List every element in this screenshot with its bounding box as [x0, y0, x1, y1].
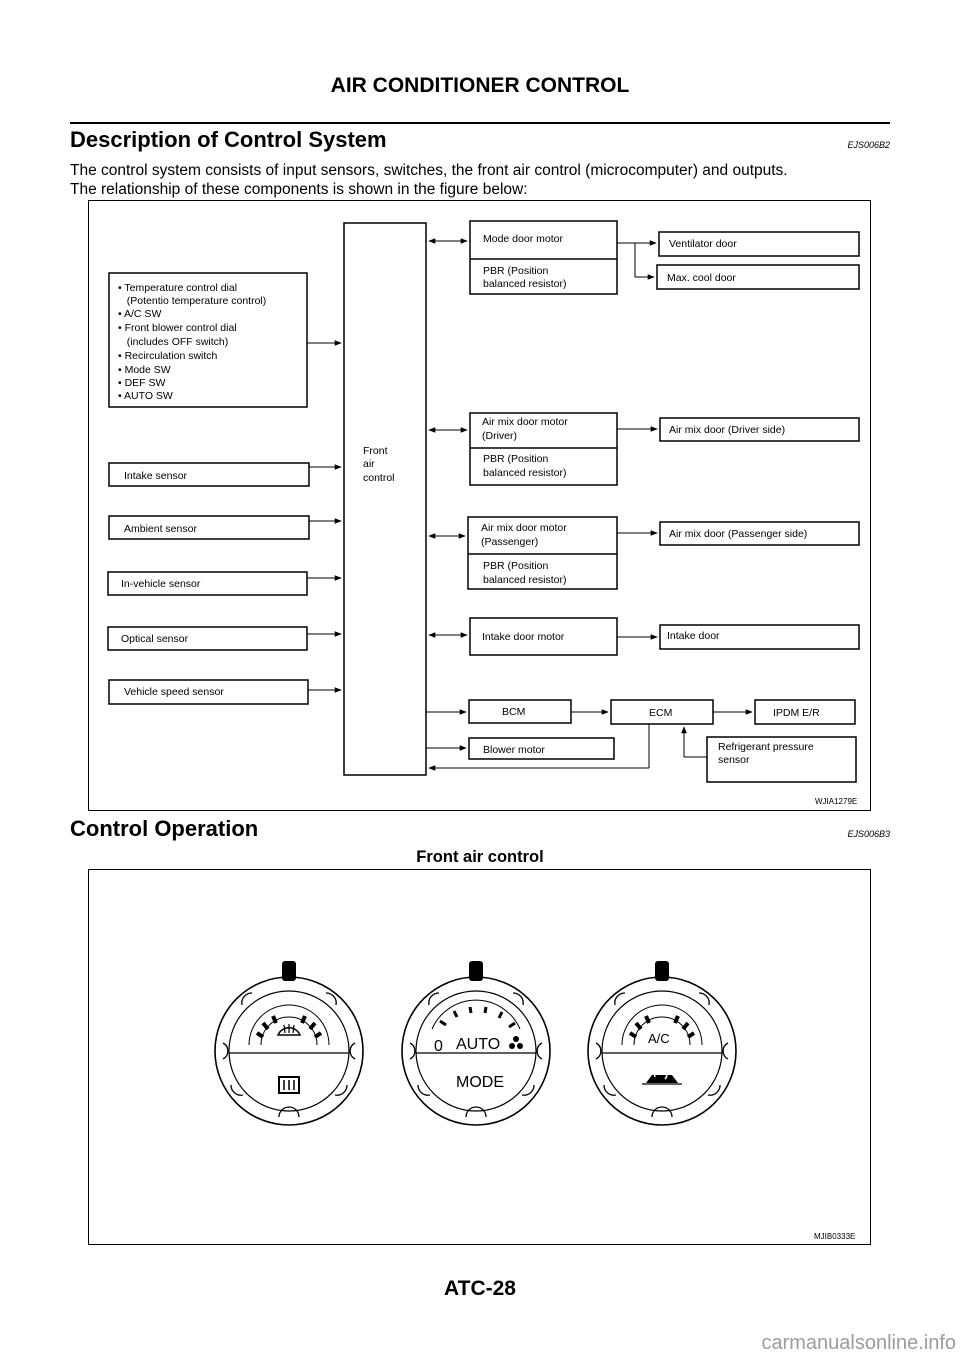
- recirculation-icon[interactable]: [642, 1069, 682, 1085]
- fan-off-label: 0: [434, 1038, 443, 1055]
- fan-icon: [509, 1036, 523, 1049]
- watermark: carmanualsonline.info: [761, 1332, 956, 1354]
- airmix-driver-motor-line1: Air mix door motor: [482, 416, 568, 428]
- control-system-diagram: • Temperature control dial (Potentio tem…: [88, 200, 871, 811]
- mode-motor-group: [469, 220, 618, 295]
- blower-motor-box: [468, 737, 615, 760]
- max-cool-door-label: Max. cool door: [667, 272, 736, 284]
- switch-item-6: • Mode SW: [118, 364, 171, 376]
- mode-pbr-line1: PBR (Position: [483, 265, 549, 277]
- airmix-pass-motor-line1: Air mix door motor: [481, 522, 567, 534]
- controller-label-line3: control: [363, 472, 395, 484]
- vehicle-speed-sensor-box: [108, 679, 309, 705]
- mode-label[interactable]: MODE: [456, 1074, 504, 1091]
- switches-box: [108, 272, 308, 408]
- mode-pbr-line2: balanced resistor): [483, 278, 566, 290]
- airmix-passenger-group: [467, 516, 618, 590]
- switch-item-5: • Recirculation switch: [118, 350, 218, 362]
- auto-label[interactable]: AUTO: [456, 1036, 500, 1053]
- airmix-pass-motor-line2: (Passenger): [481, 536, 538, 548]
- section-title-description: Description of Control System: [70, 127, 387, 152]
- defrost-icon: [276, 1024, 302, 1036]
- front-air-control-figure: 0 AUTO MODE A/C: [88, 869, 871, 1245]
- rear-defrost-icon[interactable]: [278, 1076, 300, 1094]
- ac-dial[interactable]: A/C: [587, 960, 737, 1126]
- controller-label-line1: Front: [363, 445, 388, 457]
- optical-sensor-box: [107, 626, 308, 651]
- intake-sensor-label: Intake sensor: [124, 470, 188, 482]
- switch-item-8: • AUTO SW: [118, 390, 173, 402]
- airmix-driver-motor-line2: (Driver): [482, 430, 517, 442]
- page-number: ATC-28: [444, 1277, 516, 1300]
- ventilator-door-label: Ventilator door: [669, 238, 737, 250]
- airmix-driver-pbr-line1: PBR (Position: [483, 453, 549, 465]
- ambient-sensor-box: [108, 515, 310, 540]
- switch-item-4: (includes OFF switch): [118, 336, 228, 348]
- switch-item-3: • Front blower control dial: [118, 322, 237, 334]
- ipdm-label: IPDM E/R: [773, 707, 820, 719]
- header-rule: [70, 122, 890, 124]
- intake-door-label: Intake door: [667, 630, 720, 642]
- blower-dial[interactable]: 0 AUTO MODE: [401, 960, 551, 1126]
- ac-label[interactable]: A/C: [648, 1031, 670, 1046]
- intake-motor-label: Intake door motor: [482, 631, 565, 643]
- intake-sensor-box: [108, 462, 310, 487]
- mode-motor-label: Mode door motor: [483, 233, 563, 245]
- optical-sensor-label: Optical sensor: [121, 633, 189, 645]
- airmix-driver-group: [469, 412, 618, 486]
- airmix-driver-door-label: Air mix door (Driver side): [669, 424, 785, 436]
- control-system-svg: • Temperature control dial (Potentio tem…: [107, 220, 860, 783]
- switch-item-1: (Potentio temperature control): [118, 295, 266, 307]
- ipdm-box: [754, 699, 856, 725]
- in-vehicle-sensor-label: In-vehicle sensor: [121, 578, 201, 590]
- airmix-driver-pbr-line2: balanced resistor): [483, 467, 566, 479]
- blower-motor-label: Blower motor: [483, 744, 545, 756]
- page-header-title: AIR CONDITIONER CONTROL: [330, 74, 630, 97]
- section-code-control-operation: EJS006B3: [847, 829, 890, 839]
- vehicle-speed-sensor-label: Vehicle speed sensor: [124, 686, 224, 698]
- airmix-pass-pbr-line1: PBR (Position: [483, 560, 549, 572]
- controller-label-line2: air: [363, 458, 375, 470]
- refrigerant-sensor-line1: Refrigerant pressure: [718, 741, 814, 753]
- front-air-control-heading: Front air control: [416, 848, 544, 866]
- ecm-label: ECM: [649, 707, 672, 719]
- airmix-driver-door-box: [659, 417, 860, 442]
- ambient-sensor-label: Ambient sensor: [124, 523, 197, 535]
- front-air-control-box: [343, 222, 427, 776]
- airmix-pass-door-label: Air mix door (Passenger side): [669, 528, 807, 540]
- intro-line-1: The control system consists of input sen…: [70, 162, 788, 179]
- section-code-description: EJS006B2: [847, 140, 890, 150]
- section-title-control-operation: Control Operation: [70, 816, 259, 841]
- max-cool-door-box: [656, 264, 860, 290]
- refrigerant-sensor-line2: sensor: [718, 754, 750, 766]
- dials-svg: 0 AUTO MODE A/C: [214, 960, 737, 1126]
- bcm-label: BCM: [502, 706, 525, 718]
- in-vehicle-sensor-box: [107, 571, 308, 596]
- switch-item-0: • Temperature control dial: [118, 282, 237, 294]
- switch-item-7: • DEF SW: [118, 377, 166, 389]
- figure-code-2: MJIB0333E: [814, 1232, 856, 1241]
- refrigerant-sensor-box: [706, 736, 857, 783]
- airmix-passenger-door-box: [659, 521, 860, 546]
- ventilator-door-box: [658, 231, 860, 257]
- temperature-dial[interactable]: [214, 960, 364, 1126]
- figure-code-1: WJIA1279E: [815, 797, 858, 806]
- switch-item-2: • A/C SW: [118, 308, 161, 320]
- airmix-pass-pbr-line2: balanced resistor): [483, 574, 566, 586]
- intro-line-2: The relationship of these components is …: [70, 181, 528, 198]
- intake-door-box: [659, 624, 860, 650]
